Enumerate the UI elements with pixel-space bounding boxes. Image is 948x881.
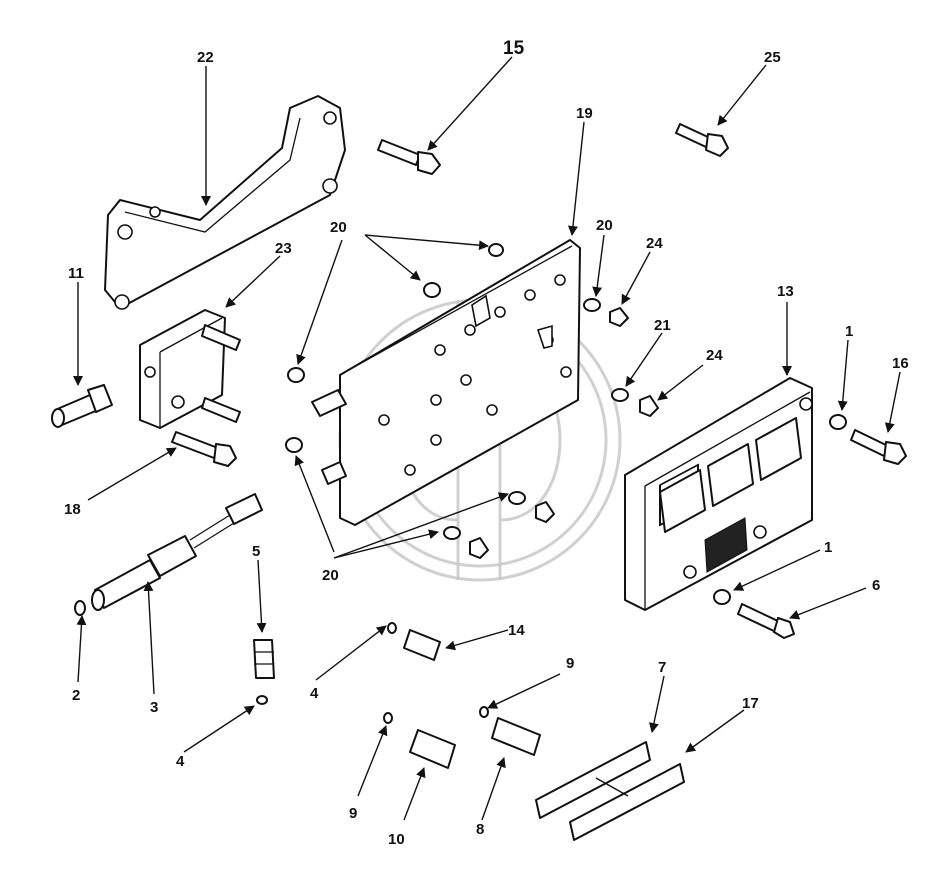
- callout-18: 18: [64, 501, 81, 518]
- callout-16: 16: [892, 355, 909, 372]
- callout-5: 5: [252, 543, 260, 560]
- callout-20-bottom: 20: [322, 567, 339, 584]
- washers-nuts-part-20-24: [443, 298, 659, 559]
- callout-20-right: 20: [596, 217, 613, 234]
- callout-10: 10: [388, 831, 405, 848]
- washer-bolt-part-1-6: [713, 589, 795, 639]
- bolt-part-15: [377, 139, 441, 175]
- callout-11: 11: [68, 265, 84, 282]
- harness-sensor-part-3: [91, 493, 263, 611]
- sender-part-5: [253, 639, 275, 705]
- sensor-part-11: [51, 384, 113, 428]
- callout-22: 22: [197, 49, 214, 66]
- decal-tie-line: [595, 777, 629, 797]
- callout-23: 23: [275, 240, 292, 257]
- callout-9-right: 9: [566, 655, 574, 672]
- ecm-module-part-13: [624, 377, 813, 611]
- callout-20-top: 20: [330, 219, 347, 236]
- callout-25: 25: [764, 49, 781, 66]
- callout-4-middle: 4: [310, 685, 319, 702]
- callout-15: 15: [503, 38, 525, 59]
- callout-1-bottom: 1: [824, 539, 832, 556]
- bracket-part-22: [104, 95, 346, 310]
- callout-24-bottom: 24: [706, 347, 723, 364]
- callout-13: 13: [777, 283, 794, 300]
- callout-17: 17: [742, 695, 759, 712]
- decal-part-7: [535, 741, 651, 819]
- bolt-part-25: [675, 123, 729, 157]
- leader-lines: [73, 56, 901, 821]
- callout-9-left: 9: [349, 805, 357, 822]
- o-ring-part-2: [74, 600, 86, 616]
- callout-1-top: 1: [845, 323, 853, 340]
- callout-2: 2: [72, 687, 80, 704]
- callout-14: 14: [508, 622, 525, 639]
- callout-19: 19: [576, 105, 593, 122]
- studs-part-20: [285, 243, 504, 485]
- callout-8: 8: [476, 821, 484, 838]
- washer-bolt-part-1-16: [829, 414, 907, 465]
- callout-7: 7: [658, 659, 666, 676]
- sensor-part-10: [383, 712, 456, 769]
- callout-21: 21: [654, 317, 671, 334]
- callout-24-top: 24: [646, 235, 663, 252]
- sensor-part-14: [387, 622, 441, 661]
- bolt-part-18: [171, 431, 237, 467]
- decal-part-17: [569, 763, 685, 841]
- bracket-block-part-23: [139, 309, 241, 429]
- callout-6: 6: [872, 577, 880, 594]
- sensor-part-8: [479, 706, 541, 756]
- mounting-plate-part-19: [339, 239, 581, 526]
- callout-labels: 22 15 25 19 11 23 20 20 24 13 21 24 1 16…: [64, 38, 909, 848]
- callout-4-left: 4: [176, 753, 185, 770]
- callout-3: 3: [150, 699, 158, 716]
